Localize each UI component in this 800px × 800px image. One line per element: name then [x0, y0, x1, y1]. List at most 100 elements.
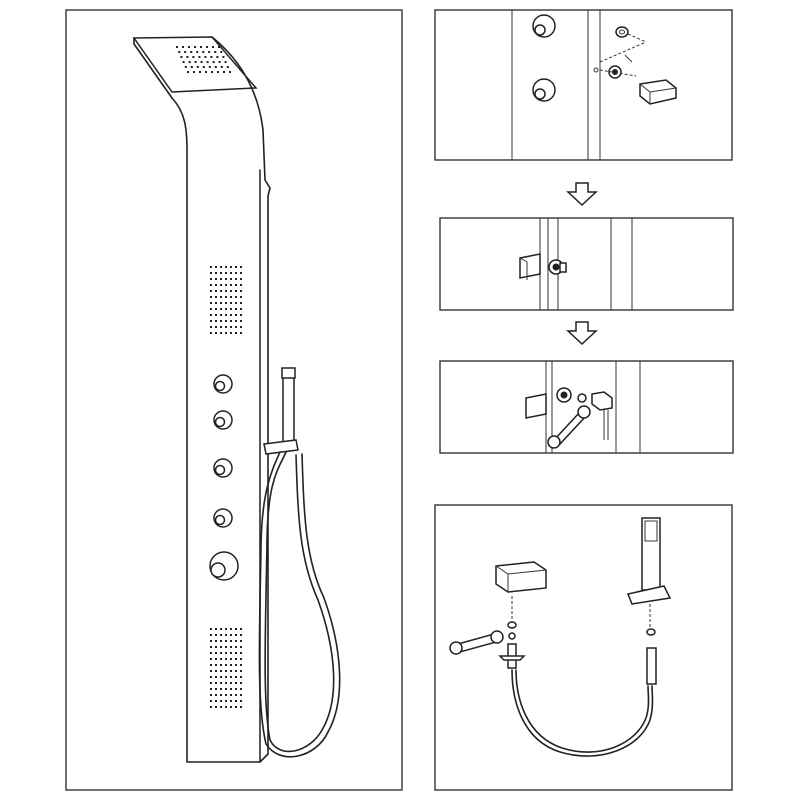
wrench-icon — [449, 630, 504, 655]
nozzle-dot — [215, 706, 217, 708]
nozzle-dot — [210, 296, 212, 298]
knob — [213, 508, 233, 528]
nozzle-dot — [220, 290, 222, 292]
nozzle-dot — [225, 320, 227, 322]
nozzle-dot — [202, 51, 205, 53]
rain-nozzles — [176, 46, 231, 73]
nozzle-dot — [235, 676, 237, 678]
connector-fitting — [498, 643, 526, 669]
nozzle-dot — [210, 332, 212, 334]
step-2-frame — [439, 217, 734, 311]
nozzle-dot — [240, 634, 242, 636]
nozzle-dot — [210, 706, 212, 708]
nozzle-dot — [215, 682, 217, 684]
knob — [213, 410, 233, 430]
nozzle-dot — [210, 56, 213, 58]
nozzle-dot — [215, 314, 217, 316]
nozzle-dot — [215, 700, 217, 702]
nozzle-dot — [240, 278, 242, 280]
nozzle-dot — [230, 272, 232, 274]
nozzle-dot — [235, 682, 237, 684]
nozzle-dot — [210, 658, 212, 660]
hose-nut — [646, 647, 657, 685]
nozzle-dot — [210, 320, 212, 322]
nozzle-dot — [220, 266, 222, 268]
nozzle-dot — [196, 51, 199, 53]
nozzle-dot — [225, 694, 227, 696]
nozzle-dot — [240, 332, 242, 334]
nozzle-dot — [220, 326, 222, 328]
shower-hose — [264, 451, 335, 753]
nozzle-dot — [192, 56, 195, 58]
nozzle-dot — [220, 66, 223, 68]
nozzle-dot — [220, 302, 222, 304]
hose-detail-frame — [434, 504, 733, 791]
nozzle-dot — [208, 51, 211, 53]
knob — [213, 458, 233, 478]
nozzle-dot — [230, 296, 232, 298]
nozzle-dot — [220, 272, 222, 274]
nozzle-dot — [240, 302, 242, 304]
step-3-tighten-fitting — [439, 360, 734, 454]
nozzle-dot — [235, 658, 237, 660]
panel-frame — [65, 9, 403, 791]
nozzle-dot — [240, 640, 242, 642]
nozzle-dot — [225, 700, 227, 702]
nozzle-dot — [235, 308, 237, 310]
nozzle-dot — [214, 66, 217, 68]
nozzle-dot — [235, 284, 237, 286]
nozzle-dot — [240, 706, 242, 708]
nozzle-dot — [225, 664, 227, 666]
nozzle-dot — [210, 308, 212, 310]
nozzle-dot — [220, 51, 223, 53]
nozzle-dot — [194, 46, 196, 48]
nozzle-dot — [235, 640, 237, 642]
nozzle-dot — [230, 628, 232, 630]
nozzle-dot — [240, 664, 242, 666]
fitting-parts — [525, 387, 613, 440]
nozzle-dot — [220, 332, 222, 334]
mounted-holder — [519, 253, 567, 280]
nozzle-dot — [216, 56, 219, 58]
nozzle-dot — [210, 694, 212, 696]
nozzle-dot — [220, 694, 222, 696]
nozzle-dot — [215, 326, 217, 328]
nozzle-dot — [215, 272, 217, 274]
nozzle-dot — [240, 320, 242, 322]
nozzle-dot — [220, 284, 222, 286]
nozzle-dot — [230, 664, 232, 666]
nozzle-dot — [220, 278, 222, 280]
nozzle-dot — [210, 290, 212, 292]
nozzle-dot — [230, 676, 232, 678]
nozzle-dot — [225, 326, 227, 328]
nozzle-dot — [190, 66, 193, 68]
nozzle-dot — [230, 694, 232, 696]
nozzle-dot — [235, 278, 237, 280]
nozzle-dot — [225, 290, 227, 292]
nozzle-dot — [193, 71, 195, 73]
nozzle-dot — [235, 296, 237, 298]
detail-shower-holder — [626, 585, 672, 605]
nozzle-dot — [215, 332, 217, 334]
shower-hose-outer — [258, 451, 341, 758]
body-jets-lower — [210, 628, 242, 708]
hand-shower — [258, 367, 341, 758]
nozzle-dot — [225, 670, 227, 672]
nozzle-dot — [224, 61, 227, 63]
nozzle-dot — [235, 700, 237, 702]
nozzle-dot — [230, 290, 232, 292]
nozzle-dot — [188, 46, 190, 48]
nozzle-dot — [235, 652, 237, 654]
nozzle-dot — [229, 71, 231, 73]
nozzle-dot — [210, 682, 212, 684]
nozzle-dot — [218, 61, 221, 63]
nozzle-dot — [198, 56, 201, 58]
hand-shower-holder — [263, 439, 299, 455]
nozzle-dot — [210, 278, 212, 280]
nozzle-dot — [240, 314, 242, 316]
nozzle-dot — [225, 706, 227, 708]
nozzle-dot — [220, 320, 222, 322]
nozzle-dot — [210, 314, 212, 316]
nozzle-dot — [188, 61, 191, 63]
